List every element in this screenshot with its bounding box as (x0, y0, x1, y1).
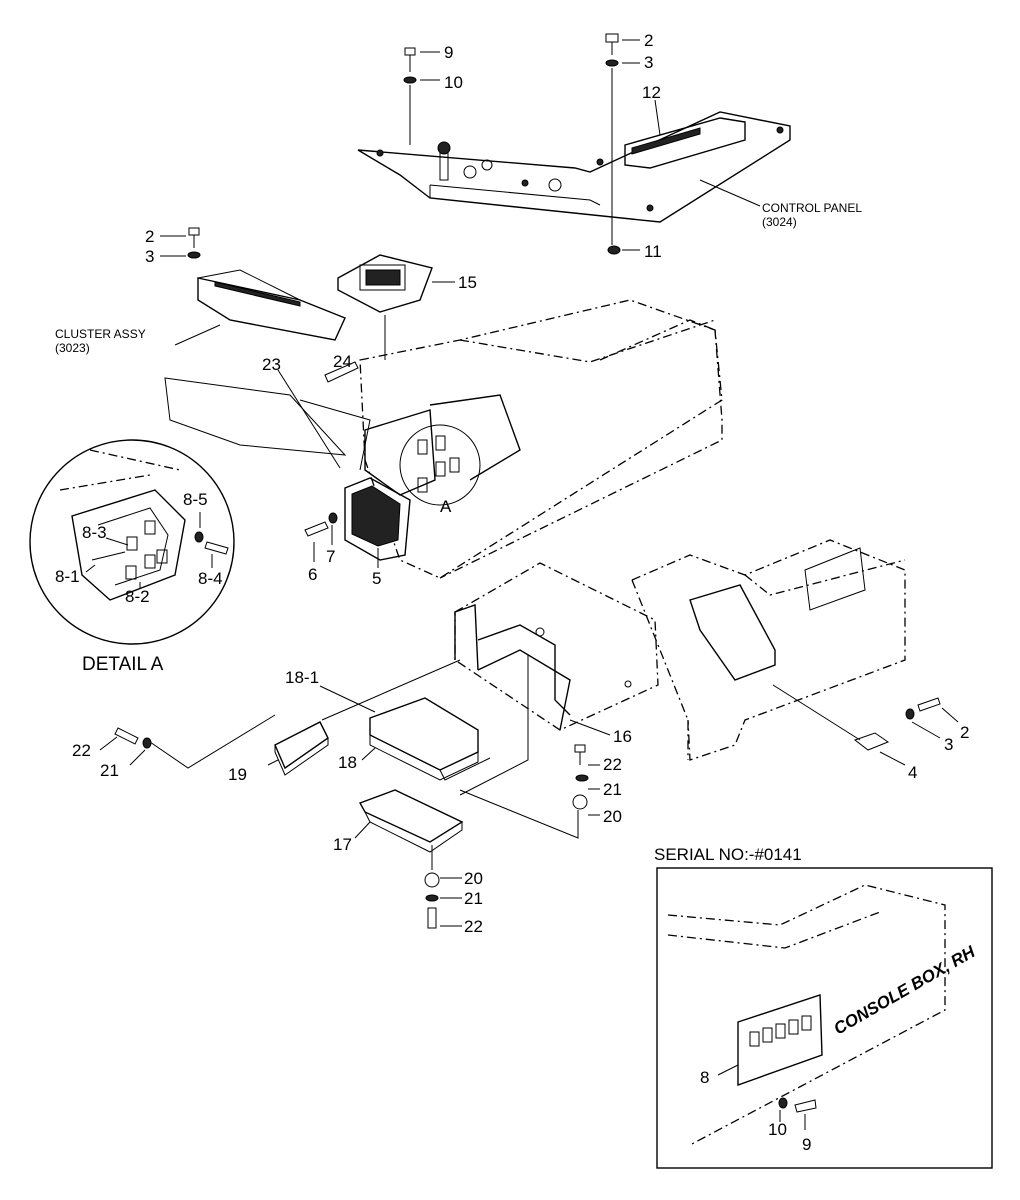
callout-21-left: 21 (100, 761, 119, 780)
console-box-rh (631, 539, 959, 766)
callout-22-mid: 22 (603, 755, 622, 774)
callout-12: 12 (642, 83, 661, 102)
callout-16: 16 (613, 727, 632, 746)
callout-8-1: 8-1 (55, 567, 80, 586)
display-unit-15 (337, 254, 455, 360)
cover-17 (354, 789, 464, 870)
control-panel-label: CONTROL PANEL (762, 201, 862, 215)
callout-18: 18 (338, 753, 357, 772)
callout-22-low: 22 (464, 917, 483, 936)
callout-23: 23 (262, 355, 281, 374)
callout-2-left: 2 (145, 227, 154, 246)
callout-8-5: 8-5 (183, 490, 208, 509)
callout-8-4: 8-4 (198, 569, 223, 588)
mid-fasteners (459, 655, 600, 839)
callout-10-top: 10 (444, 73, 463, 92)
callout-2-rh: 2 (960, 723, 969, 742)
callout-2-top: 2 (644, 31, 653, 50)
detail-a-title: DETAIL A (82, 654, 164, 675)
callout-22-left: 22 (72, 741, 91, 760)
cluster-assembly (160, 227, 346, 346)
ecu-18 (319, 685, 491, 781)
callout-3-left: 3 (145, 247, 154, 266)
callout-19: 19 (228, 765, 247, 784)
callout-5: 5 (372, 569, 381, 588)
part-5-relay (304, 477, 411, 568)
console-box-lh (164, 299, 723, 579)
plate-19 (149, 659, 461, 776)
callout-21-mid: 21 (603, 780, 622, 799)
callout-10-inset: 10 (768, 1120, 787, 1139)
callout-8-inset: 8 (700, 1068, 709, 1087)
part-24-23 (277, 361, 359, 469)
cluster-assy-label: CLUSTER ASSY (55, 327, 146, 341)
inset-frame (656, 867, 993, 1169)
callout-20-low: 20 (464, 869, 483, 888)
low-fasteners (424, 872, 462, 929)
callout-7: 7 (326, 547, 335, 566)
callout-24: 24 (333, 352, 352, 371)
left-fasteners (99, 727, 152, 766)
detail-a-marker: A (440, 497, 452, 516)
control-panel-ref: (3024) (762, 215, 797, 229)
callout-21-low: 21 (464, 889, 483, 908)
bracket-16 (454, 562, 659, 736)
console-box-rh-label: CONSOLE BOX, RH (831, 942, 979, 1039)
callout-3-top: 3 (644, 53, 653, 72)
callout-9-inset: 9 (802, 1135, 811, 1154)
detail-a-view (29, 439, 235, 645)
cluster-assy-ref: (3023) (55, 341, 90, 355)
callout-4-rh: 4 (908, 763, 917, 782)
callout-15: 15 (458, 273, 477, 292)
callout-20-mid: 20 (603, 807, 622, 826)
callout-11: 11 (644, 242, 662, 261)
callout-8-3: 8-3 (82, 523, 107, 542)
callout-18-1: 18-1 (285, 668, 319, 687)
inset-console-rh (667, 884, 946, 1146)
callout-9-top: 9 (444, 43, 453, 62)
top-fasteners (403, 33, 761, 255)
callout-3-rh: 3 (944, 735, 953, 754)
callout-8-2: 8-2 (125, 587, 150, 606)
callout-6: 6 (308, 565, 317, 584)
control-panel-assembly (357, 111, 791, 223)
callout-17: 17 (333, 835, 352, 854)
serial-no-title: SERIAL NO:-#0141 (654, 845, 802, 864)
